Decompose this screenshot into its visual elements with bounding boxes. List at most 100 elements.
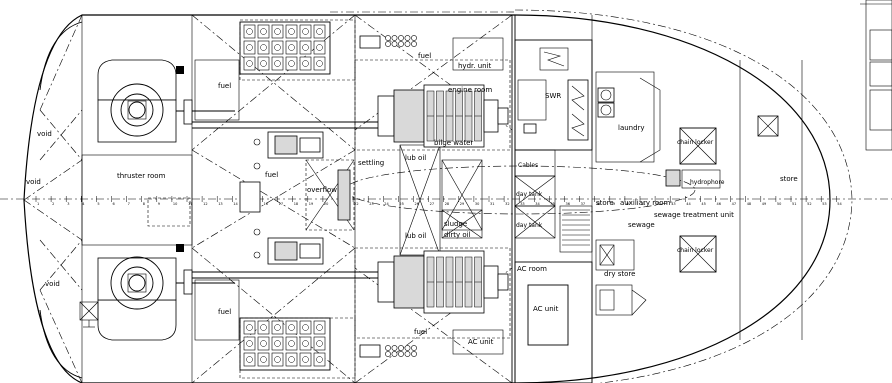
label-laundry: laundry [618, 124, 645, 132]
label-store-bow: store [780, 175, 798, 183]
label-sewage-treatment-unit: sewage treatment unit [654, 211, 734, 219]
label-lub-oil-lower: lub oil [405, 232, 426, 240]
frame-number: 19 [309, 202, 313, 206]
label-ac-room: AC room [517, 265, 547, 273]
frame-number: 43 [671, 202, 675, 206]
frame-number: 52 [807, 202, 811, 206]
frame-number: 22 [354, 202, 358, 206]
label-hydrophore: hydrophore [690, 179, 725, 186]
battery-bank-upper [239, 21, 331, 75]
frame-number: 13 [218, 202, 222, 206]
frame-number: 3 [67, 202, 69, 206]
frame-number: 48 [747, 202, 751, 206]
label-thruster-room: thruster room [117, 172, 166, 180]
frame-number: 40 [626, 202, 630, 206]
pump-set-lower [359, 344, 417, 358]
frame-number: 14 [233, 202, 238, 206]
label-sewage: sewage [628, 221, 655, 229]
frame-number: 10 [173, 202, 177, 206]
frame-number: 16 [264, 202, 268, 206]
side-elevation-partial [860, 0, 892, 151]
frame-number: 12 [203, 202, 207, 206]
frame-number: 23 [369, 202, 373, 206]
label-dirty-oil: dirty oil [444, 231, 471, 239]
thruster-unit-lower [97, 244, 235, 341]
frame-number: 31 [490, 202, 494, 206]
frame-number: 20 [324, 202, 328, 206]
room-labels: void void void thruster room fuel fuel f… [26, 52, 798, 346]
label-overflow: overflow [307, 186, 337, 194]
label-store-aux: store [596, 199, 614, 207]
generator-upper [239, 131, 324, 213]
label-fuel-upper-right: fuel [418, 52, 431, 60]
void-zone [23, 14, 193, 383]
pump-set-upper [359, 35, 417, 49]
label-engine-room: engine room [448, 86, 492, 94]
frame-number: 54 [837, 202, 842, 206]
label-auxiliary-room: auxiliary room [620, 199, 671, 207]
label-fuel-lower-left: fuel [218, 308, 231, 316]
frame-number: 1 [37, 202, 39, 206]
frame-number: 8 [143, 202, 145, 206]
label-ac-unit-room: AC unit [533, 305, 559, 313]
label-fuel-lower-right: fuel [414, 328, 427, 336]
frame-number: 32 [505, 202, 509, 206]
frame-number: 38 [596, 202, 600, 206]
label-void-upper: void [37, 130, 52, 138]
frame-number: 50 [777, 202, 781, 206]
engine-room-zone [305, 14, 513, 383]
frame-number: 29 [460, 202, 464, 206]
frame-number: 28 [445, 202, 449, 206]
frame-number: 27 [430, 202, 434, 206]
label-hydr-unit: hydr. unit [458, 62, 492, 70]
frame-number: 30 [475, 202, 479, 206]
frame-number: 41 [641, 202, 645, 206]
label-cables: Cables [518, 162, 538, 169]
frame-number: 49 [762, 202, 766, 206]
frame-number: 24 [384, 202, 389, 206]
frame-number: 6 [113, 202, 115, 206]
battery-bank-lower [239, 317, 331, 371]
label-void-center: void [26, 178, 41, 186]
label-fuel-center-left: fuel [265, 171, 278, 179]
frame-number: 5 [97, 202, 99, 206]
label-dry-store: dry store [604, 270, 635, 278]
frame-number: 36 [566, 202, 570, 206]
frame-number: 42 [656, 202, 660, 206]
frame-number: 2 [52, 202, 54, 206]
frame-number: 4 [82, 202, 85, 206]
frame-number: 33 [520, 202, 524, 206]
frame-number: 45 [701, 202, 705, 206]
frame-number: 37 [581, 202, 585, 206]
frame-number: 44 [686, 202, 691, 206]
frame-number: 17 [279, 202, 283, 206]
thruster-unit-upper [97, 59, 235, 143]
frame-number: 53 [822, 202, 826, 206]
frame-numbers: 1234567891011121314151617181920212223242… [35, 196, 843, 206]
main-engine-upper [192, 84, 509, 148]
label-swr: SWR [545, 92, 561, 100]
aux-zone [514, 39, 779, 383]
label-chain-locker-upper: chain locker [677, 139, 714, 146]
generator-lower [253, 228, 324, 265]
frame-number: 39 [611, 202, 615, 206]
label-day-tank-lower: day tank [516, 222, 543, 229]
frame-number: 47 [732, 202, 736, 206]
main-engine-lower [192, 250, 509, 314]
label-bilge-water: bilge water [434, 139, 473, 147]
anchor-symbol [79, 301, 99, 328]
frame-number: 51 [792, 202, 796, 206]
label-sludge: sludge [444, 220, 467, 228]
label-lub-oil-upper: lub oil [405, 154, 426, 162]
frame-number: 9 [158, 202, 160, 206]
frame-number: 25 [399, 202, 403, 206]
label-day-tank-upper: day tank [516, 191, 543, 198]
label-settling: settling [358, 159, 384, 167]
label-chain-locker-lower: chain locker [677, 247, 714, 254]
label-void-lower: void [45, 280, 60, 288]
frame-number: 26 [415, 202, 419, 206]
frame-number: 7 [128, 202, 130, 206]
label-fuel-upper-left: fuel [218, 82, 231, 90]
label-ac-unit-small: AC unit [468, 338, 494, 346]
